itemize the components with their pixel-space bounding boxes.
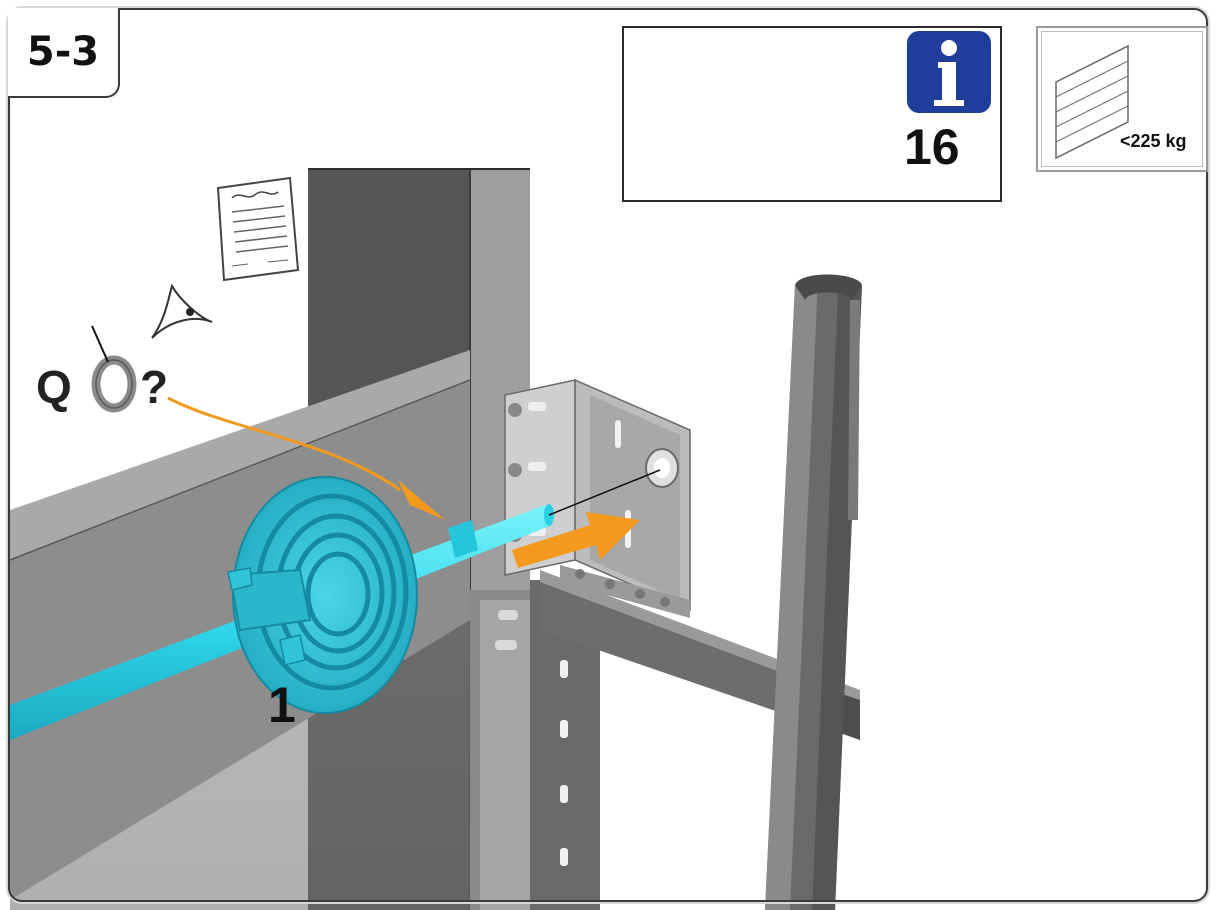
info-icon [907,31,991,113]
reference-number: 16 [904,119,960,175]
quantity-question: ? [140,361,169,413]
quantity-pointer-arrow [167,396,401,492]
quantity-label: Q [36,361,72,413]
document-icon [216,176,300,282]
weight-limit: <225 kg [1120,131,1187,151]
eye-icon [151,283,213,339]
door-panels-icon [1055,44,1129,160]
spring-ring-icon [91,325,137,413]
step-number: 5-3 [8,8,120,98]
slotted-vertical-angle [470,580,600,910]
part-number: 1 [268,677,296,733]
direction-arrow [512,512,640,568]
vertical-c-channel [765,274,862,910]
spring-cone [227,476,418,714]
quantity-pointer-arrowhead [398,480,445,520]
